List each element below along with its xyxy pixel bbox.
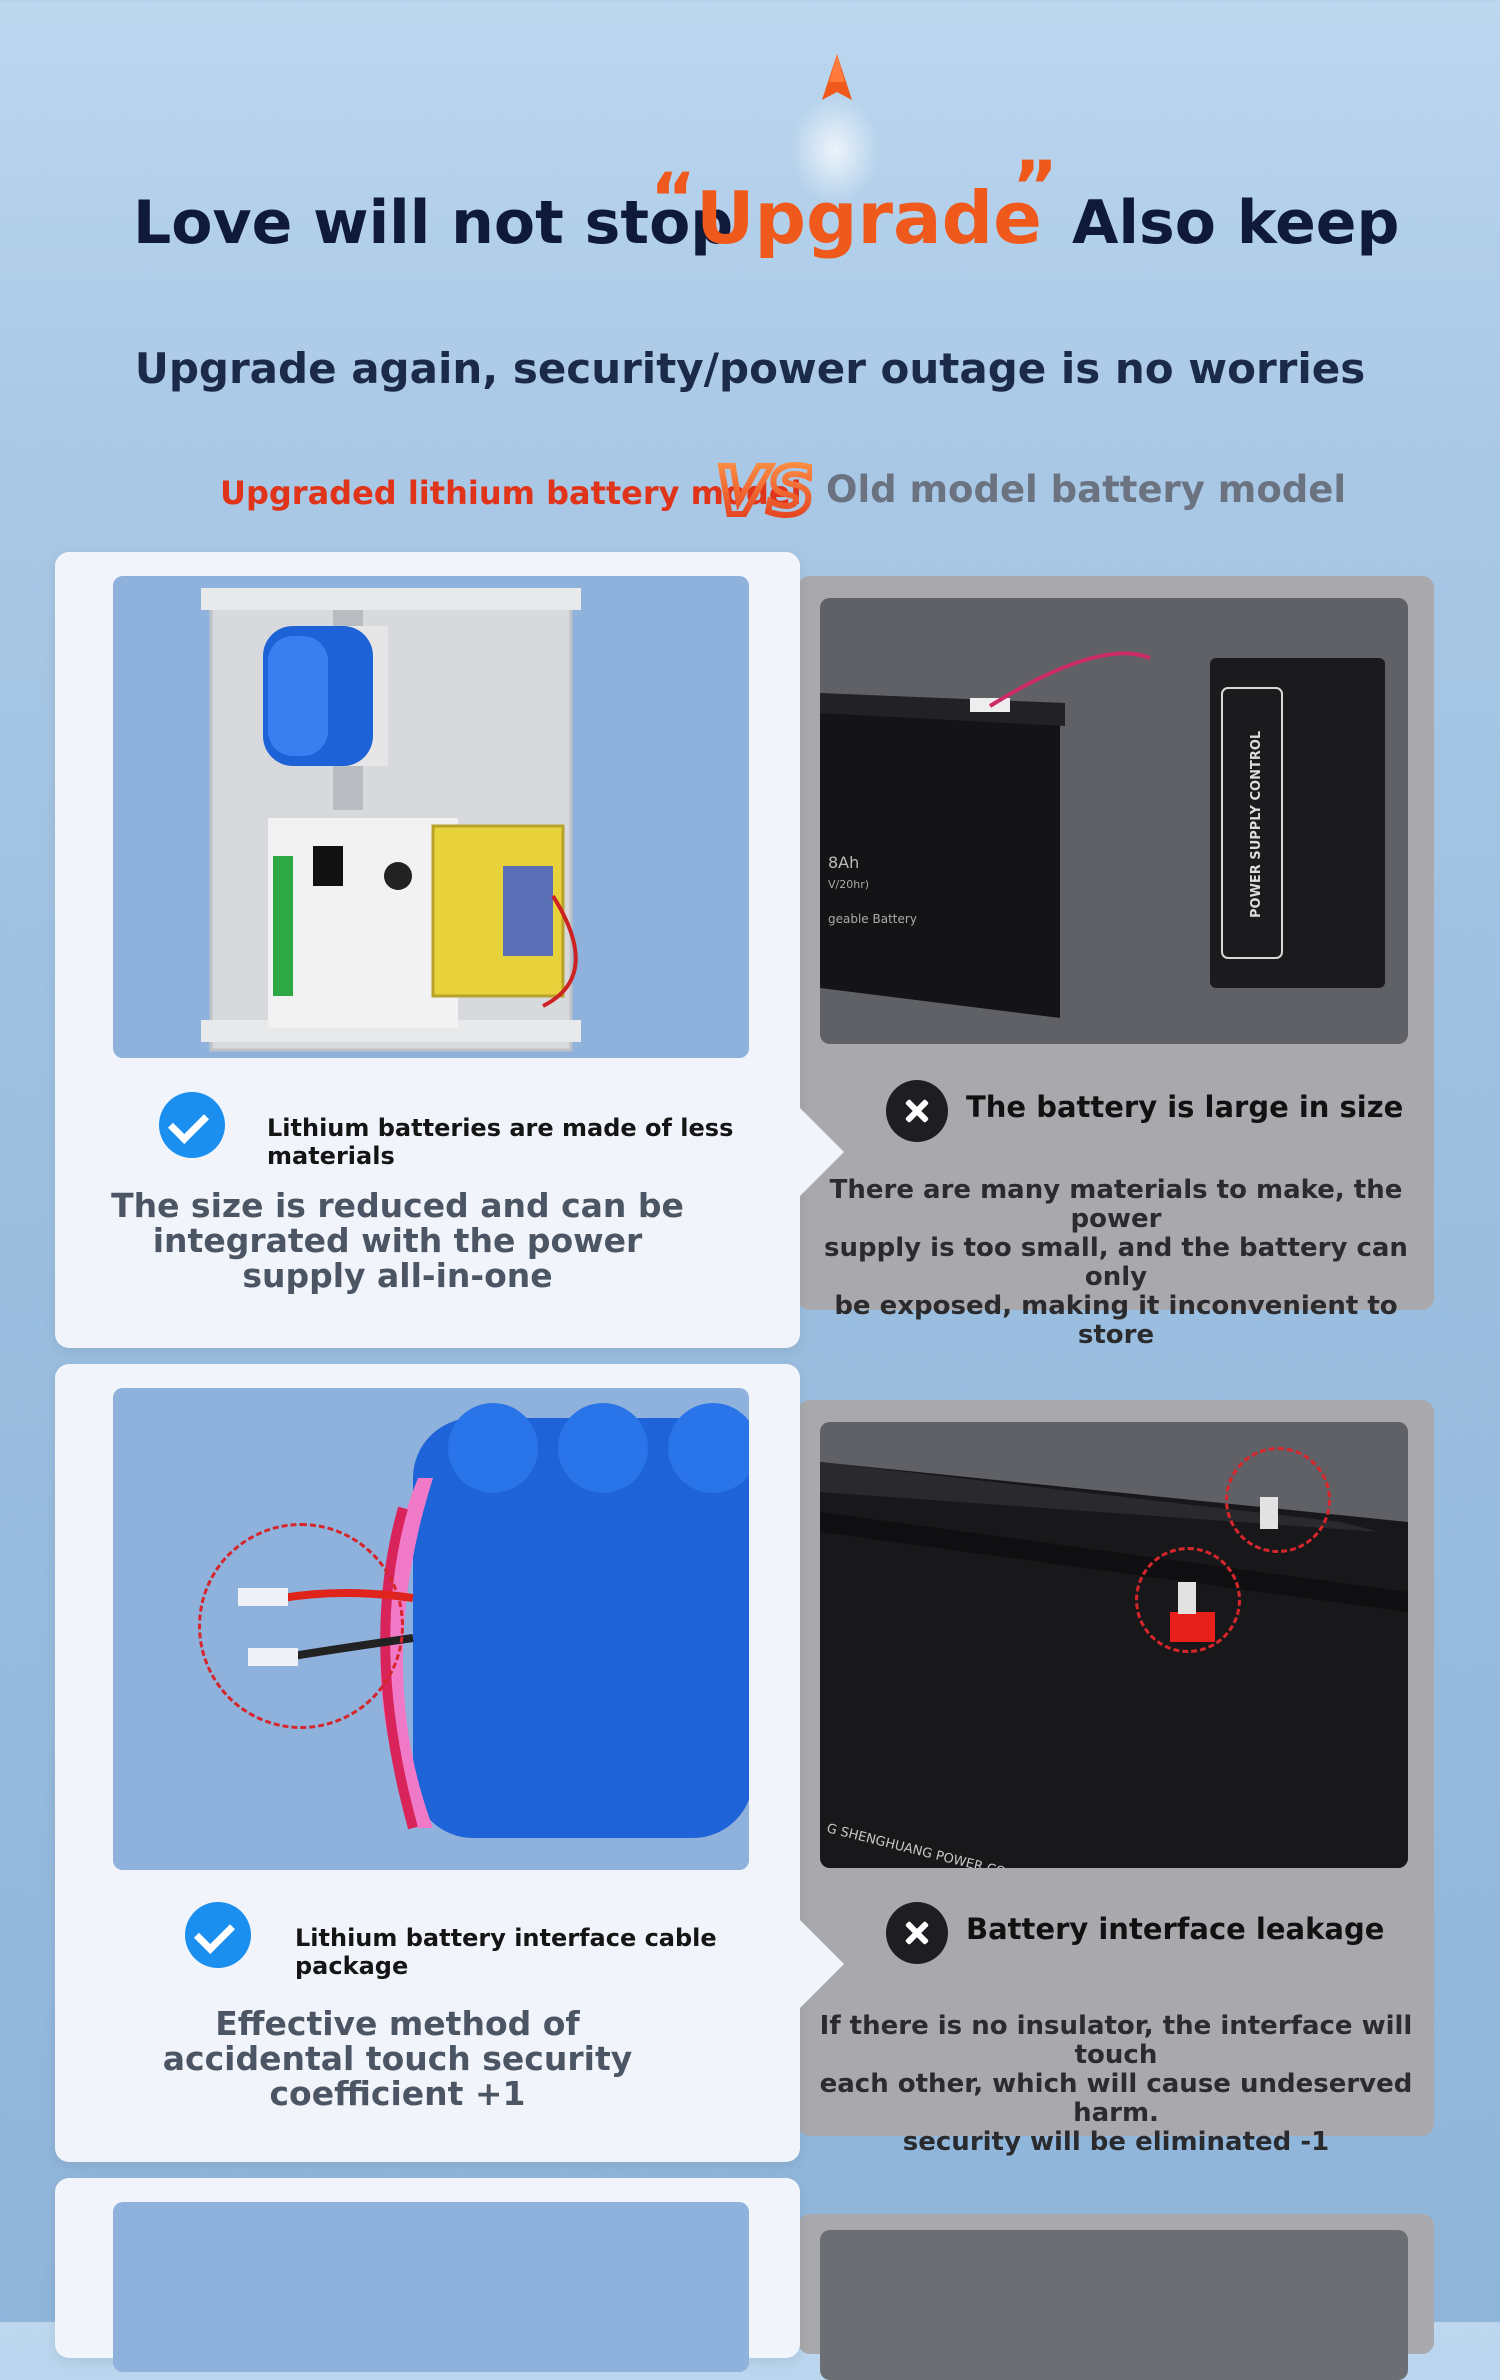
open-quote: “ — [650, 158, 697, 240]
card-notch — [800, 1108, 844, 1196]
lithium-cable-illustration — [113, 1388, 749, 1870]
pro-desc-1: The size is reduced and can be integrate… — [25, 1188, 770, 1293]
old-model-card-3 — [798, 2214, 1434, 2380]
lithium-battery-photo-1 — [113, 576, 749, 1058]
pro-label-2: Lithium battery interface cable package — [295, 1924, 717, 1980]
pro-desc-line: Effective method of — [215, 2004, 580, 2043]
old-battery-illustration: 8Ah V/20hr) geable Battery POWER SUPPLY … — [820, 598, 1408, 1044]
old-battery-photo-1: 8Ah V/20hr) geable Battery POWER SUPPLY … — [820, 598, 1408, 1044]
headline-part-2: Also keep — [1072, 188, 1400, 258]
old-battery-photo-3 — [820, 2230, 1408, 2380]
rocket-icon — [822, 54, 852, 100]
cross-icon — [886, 1080, 948, 1142]
con-desc-line: If there is no insulator, the interface … — [819, 2011, 1413, 2070]
lithium-battery-photo-2 — [113, 1388, 749, 1870]
battery-type-text: geable Battery — [828, 912, 917, 926]
rocket-glow — [790, 95, 880, 205]
cross-icon — [886, 1902, 948, 1964]
con-desc-line: security will be eliminated -1 — [902, 2127, 1330, 2157]
check-icon — [185, 1902, 251, 1968]
headline-highlight: Upgrade — [696, 176, 1043, 260]
con-desc-line: supply is too small, and the battery can… — [824, 1233, 1408, 1292]
check-icon — [159, 1092, 225, 1158]
power-supply-label-text: POWER SUPPLY CONTROL — [1249, 731, 1264, 918]
con-desc-line: be exposed, making it inconvenient to st… — [834, 1291, 1398, 1350]
pro-label-1: Lithium batteries are made of less mater… — [267, 1114, 734, 1170]
con-desc-line: There are many materials to make, the po… — [829, 1175, 1403, 1234]
old-model-card-2: G SHENGHUANG POWER CO.,LTD Battery inter… — [798, 1400, 1434, 2157]
con-desc-2: If there is no insulator, the interface … — [798, 2012, 1434, 2157]
upgraded-model-card-3 — [55, 2178, 800, 2372]
con-desc-1: There are many materials to make, the po… — [798, 1176, 1434, 1350]
compare-right-label: Old model battery model — [826, 468, 1347, 511]
battery-rating-text: V/20hr) — [828, 878, 869, 891]
old-battery-photo-2: G SHENGHUANG POWER CO.,LTD — [820, 1422, 1408, 1868]
battery-terminal-illustration: G SHENGHUANG POWER CO.,LTD — [820, 1422, 1408, 1868]
highlight-circle — [1135, 1547, 1241, 1653]
lithium-battery-photo-3 — [113, 2202, 749, 2372]
upgraded-model-card-1: Lithium batteries are made of less mater… — [55, 552, 844, 1348]
pro-desc-2: Effective method of accidental touch sec… — [25, 2006, 770, 2111]
headline: Love will not stop “ Upgrade ” Also keep — [0, 146, 1500, 270]
headline-part-1: Love will not stop — [133, 188, 734, 258]
subtitle: Upgrade again, security/power outage is … — [134, 344, 1366, 393]
highlight-circle — [198, 1523, 404, 1729]
highlight-circle — [1225, 1447, 1331, 1553]
pro-desc-line: accidental touch security — [162, 2039, 633, 2078]
pro-desc-line: The size is reduced and can be — [111, 1186, 684, 1225]
vs-text: VS — [716, 453, 812, 524]
pro-desc-line: coefficient +1 — [269, 2074, 526, 2113]
pro-desc-line: supply all-in-one — [242, 1256, 553, 1295]
con-label-1: The battery is large in size — [966, 1090, 1404, 1124]
vs-logo: VS — [713, 452, 812, 524]
con-label-2: Battery interface leakage — [966, 1912, 1385, 1946]
close-quote: ” — [1012, 146, 1059, 228]
con-desc-line: each other, which will cause undeserved … — [819, 2069, 1413, 2128]
battery-capacity-text: 8Ah — [828, 853, 859, 872]
lithium-battery-illustration — [113, 576, 749, 1058]
upgraded-model-card-2: Lithium battery interface cable package … — [55, 1364, 844, 2162]
pro-desc-line: integrated with the power — [152, 1221, 643, 1260]
card-notch — [800, 1920, 844, 2008]
old-model-card-1: 8Ah V/20hr) geable Battery POWER SUPPLY … — [798, 576, 1434, 1350]
compare-left-label: Upgraded lithium battery model — [220, 474, 802, 512]
